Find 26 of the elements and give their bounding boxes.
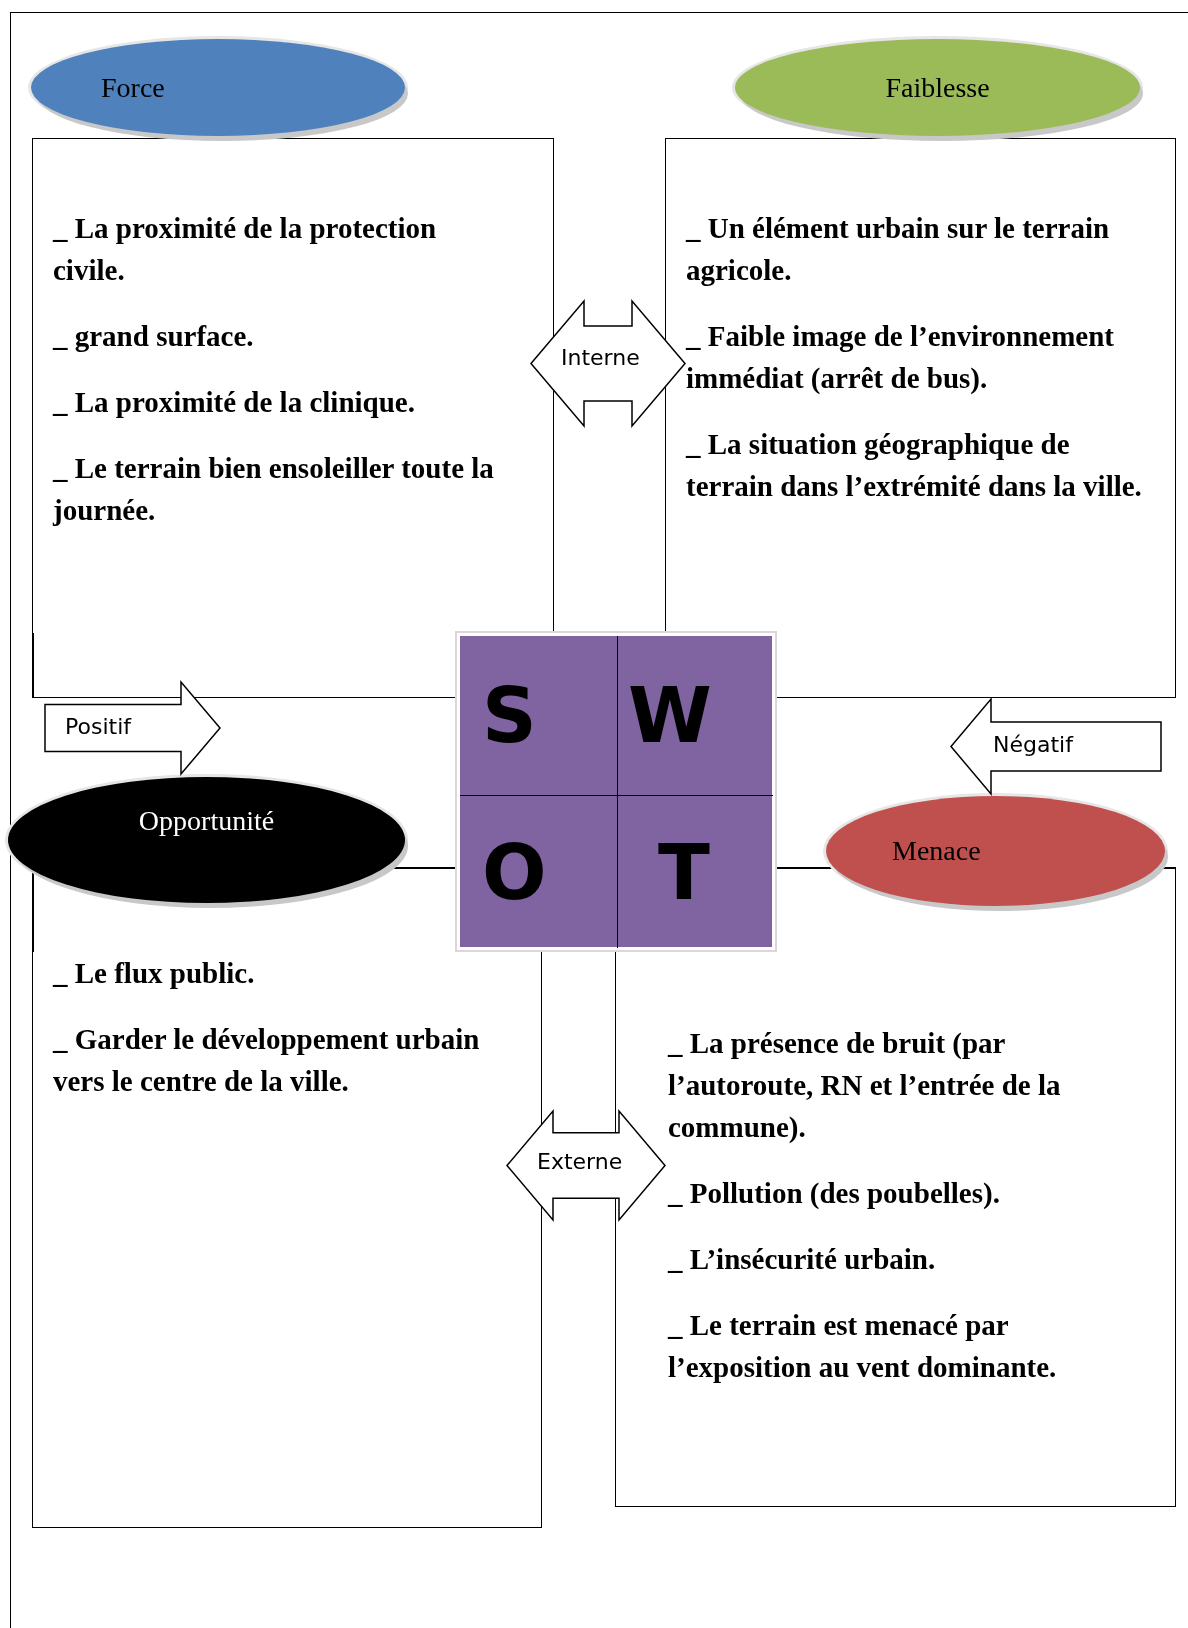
double-block-arrow [530, 298, 686, 429]
bullet-text: _ La proximité de la clinique. [53, 385, 416, 421]
bullet-text: _ Garder le développement urbain vers le centre de la ville. [53, 1022, 481, 1100]
bullet-text: _ Le terrain bien ensoleiller toute la journée. [53, 451, 495, 529]
bullet-text: _ Le flux public. [53, 956, 256, 991]
swot-quadrant: S [460, 636, 618, 796]
arrow-label: Négatif [993, 732, 1073, 757]
bullet-text: _ Faible image de l’environnement immédiat (arrêt de bus). [686, 319, 1115, 397]
double-block-arrow [506, 1108, 666, 1223]
bullet-text: _ grand surface. [53, 319, 255, 355]
bullet-text: _ Le terrain est menacé par l’exposition au vent dominante. [668, 1308, 1058, 1386]
swot-grid [457, 633, 775, 950]
swot-quadrant: T [618, 796, 773, 948]
swot-quadrant: W [618, 636, 773, 796]
bullet-text: _ La présence de bruit (par l’autoroute, RN et l’entrée de la commune). [668, 1026, 1062, 1146]
text-panel [32, 138, 554, 633]
bullet-text: _ Un élément urbain sur le terrain agricole. [686, 211, 1111, 289]
bullet-text: _ La situation géographique de terrain dans l’extrémité dans la ville. [686, 427, 1143, 505]
bullet-text: _ Pollution (des poubelles). [668, 1176, 1001, 1212]
bullet-text: _ La proximité de la protection civile. [53, 211, 438, 289]
text-panel [665, 138, 1176, 633]
arrow-label: Positif [65, 714, 131, 739]
swot-quadrant: O [460, 796, 618, 948]
edge-label: Interne [561, 345, 640, 370]
bullet-text: _ L’insécurité urbain. [668, 1242, 937, 1278]
edge-label: Externe [537, 1149, 623, 1174]
